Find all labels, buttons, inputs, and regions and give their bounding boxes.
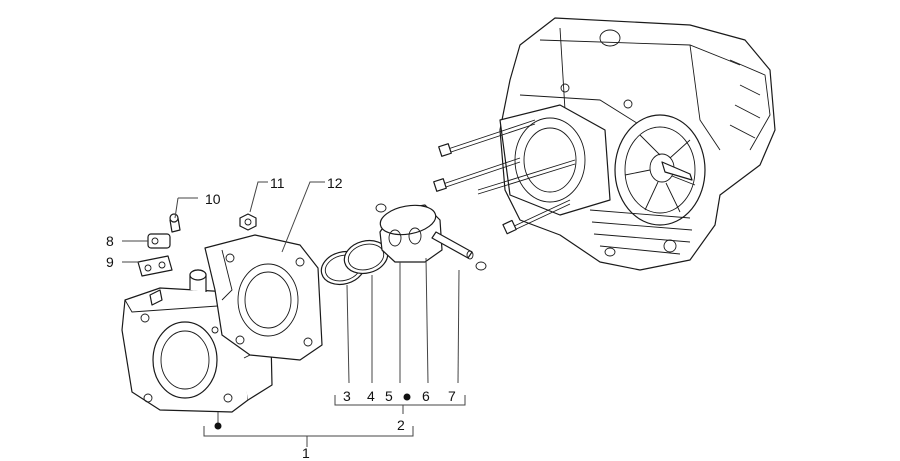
piston-pin xyxy=(431,231,474,260)
callout-labels: 10 11 12 8 9 3 4 5 6 7 2 1 xyxy=(106,175,456,461)
sensor-fitting xyxy=(137,213,181,277)
callout-9: 9 xyxy=(106,254,114,270)
callout-2: 2 xyxy=(397,417,405,433)
piston xyxy=(379,204,443,263)
callout-8: 8 xyxy=(106,233,114,249)
leader-lines xyxy=(122,181,466,447)
crankcase xyxy=(499,17,776,271)
callout-6: 6 xyxy=(422,388,430,404)
callout-10: 10 xyxy=(205,191,221,207)
dot-cylinder xyxy=(214,422,222,430)
callout-4: 4 xyxy=(367,388,375,404)
callout-5: 5 xyxy=(385,388,393,404)
callout-12: 12 xyxy=(327,175,343,191)
callout-7: 7 xyxy=(448,388,456,404)
base-gasket xyxy=(204,234,323,361)
dot-piston xyxy=(403,393,411,401)
nut xyxy=(239,213,257,231)
circlips xyxy=(375,203,487,271)
callout-1: 1 xyxy=(302,445,310,461)
cylinder-studs xyxy=(433,119,576,235)
callout-3: 3 xyxy=(343,388,351,404)
callout-11: 11 xyxy=(270,175,285,191)
piston-rings xyxy=(320,239,389,286)
